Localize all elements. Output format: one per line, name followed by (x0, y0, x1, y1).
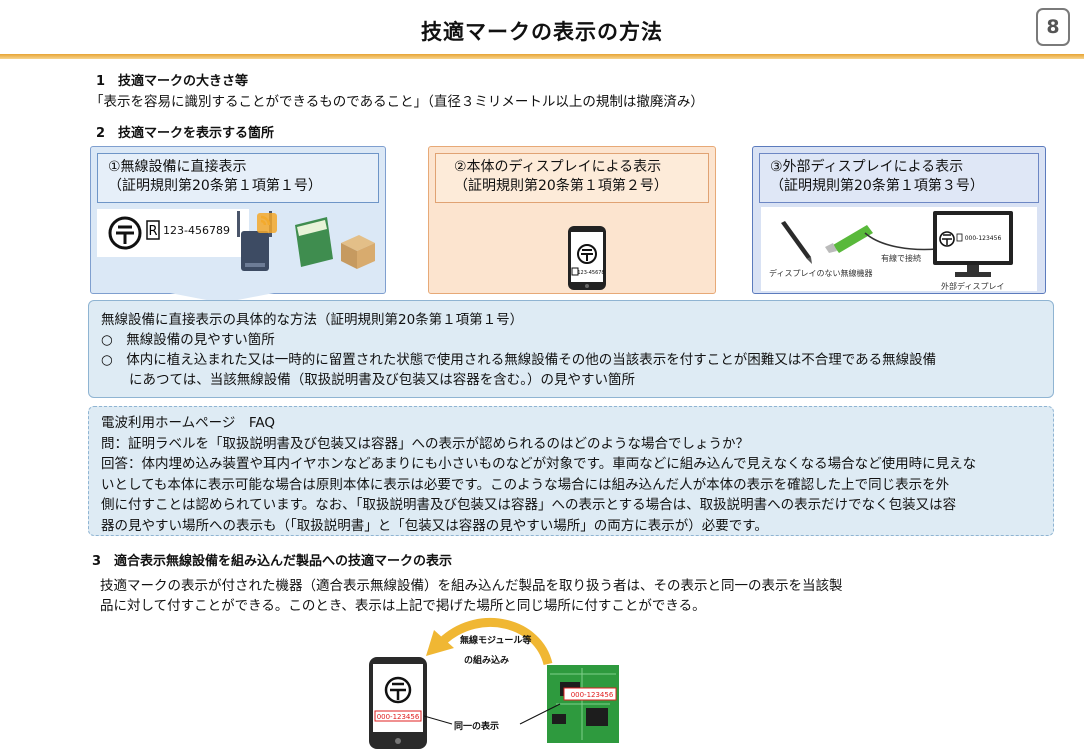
usb-dongle-icon (825, 225, 873, 253)
page-title: 技適マークの表示の方法 (421, 20, 663, 44)
method-item-1: ○ 無線設備の見やすい箇所 (101, 332, 275, 348)
r-mark-icon: R (146, 220, 160, 240)
external-display-scene: 000-123456 ディスプレイのない無線機器 有線で接続 外部ディスプレイ (761, 207, 1037, 291)
cable-caption: 有線で接続 (881, 254, 921, 263)
method-title: 無線設備に直接表示の具体的な方法（証明規則第20条第１項第１号） (101, 312, 524, 328)
giteki-mark-icon (108, 216, 142, 250)
circuit-board-icon: 000-123456 (547, 665, 619, 743)
mark-example: R 123-456789 (97, 209, 249, 257)
panel-title-line1: ③外部ディスプレイによる表示 (770, 159, 964, 175)
page-number-badge: 8 (1036, 8, 1070, 46)
pen-device-icon (781, 221, 812, 264)
section3-text-line2: 品に対して付すことができる。このとき、表示は上記で掲げた場所と同じ場所に付すこと… (100, 598, 706, 614)
manual-book-icon (295, 217, 333, 267)
monitor-caption: 外部ディスプレイ (941, 282, 1005, 291)
panel-title-line1: ②本体のディスプレイによる表示 (454, 159, 662, 175)
panel-pointer (170, 293, 274, 303)
cable-line (864, 232, 938, 251)
same-display-caption: 同一の表示 (454, 722, 500, 732)
smartphone-icon: 000-123456 (369, 657, 427, 749)
mark-code: 123-456789 (163, 224, 230, 237)
router-icon (237, 211, 277, 271)
faq-title: 電波利用ホームページ FAQ (101, 415, 275, 431)
panel-direct-display: ①無線設備に直接表示 （証明規則第20条第１項第１号） R 123-456789 (90, 146, 386, 294)
panel-title-line1: ①無線設備に直接表示 (108, 159, 247, 175)
r-letter: R (148, 224, 157, 239)
same-display-leader-lines (424, 703, 561, 725)
section3-heading: 3 適合表示無線設備を組み込んだ製品への技適マークの表示 (92, 554, 453, 569)
curved-arrow-icon (426, 617, 553, 666)
faq-answer-line: いとしても本体に表示可能な場合は原則本体に表示は必要です。このような場合には組み… (101, 476, 950, 493)
panel-title-line2: （証明規則第20条第１項第１号） (108, 178, 322, 194)
panel-title-line2: （証明規則第20条第１項第３号） (770, 178, 984, 194)
faq-box: 電波利用ホームページ FAQ 問：証明ラベルを「取扱説明書及び包装又は容器」への… (88, 406, 1054, 536)
panel-device-display-title: ②本体のディスプレイによる表示 （証明規則第20条第１項第２号） (435, 153, 709, 203)
arrow-caption-2: の組み込み (464, 656, 510, 666)
smartphone-icon: 123-45678 (568, 226, 606, 290)
faq-question: 問：証明ラベルを「取扱説明書及び包装又は容器」への表示が認められるのはどのような… (101, 435, 749, 452)
panel-device-display: ②本体のディスプレイによる表示 （証明規則第20条第１項第２号） 123-456… (428, 146, 716, 294)
method-item-2-continued: にあつては、当該無線設備（取扱説明書及び包装又は容器を含む。）の見やすい箇所 (129, 372, 635, 388)
phone-code: 000-123456 (377, 713, 420, 721)
section1-text: 「表示を容易に識別することができるものであること」（直径３ミリメートル以上の規制… (90, 94, 704, 110)
method-item-2: ○ 体内に植え込まれた又は一時的に留置された状態で使用される無線設備その他の当該… (101, 352, 937, 368)
section2-heading: 2 技適マークを表示する箇所 (96, 126, 275, 141)
section3-text-line1: 技適マークの表示が付された機器（適合表示無線設備）を組み込んだ製品を取り扱う者は… (100, 578, 843, 594)
board-code: 000-123456 (571, 691, 614, 699)
header-rule (0, 54, 1084, 59)
panel-title-line2: （証明規則第20条第１項第２号） (454, 178, 668, 194)
screen-code: 123-45678 (577, 270, 604, 276)
faq-answer-line: 器の見やすい場所への表示も（「取扱説明書」と「包装又は容器の見やすい場所」の両方… (101, 517, 768, 534)
device-caption: ディスプレイのない無線機器 (769, 269, 873, 278)
package-box-icon (341, 235, 375, 269)
arrow-caption-1: 無線モジュール等 (460, 636, 532, 646)
panel-external-display-title: ③外部ディスプレイによる表示 （証明規則第20条第１項第３号） (759, 153, 1039, 203)
panel-direct-display-title: ①無線設備に直接表示 （証明規則第20条第１項第１号） (97, 153, 379, 203)
direct-display-method-box: 無線設備に直接表示の具体的な方法（証明規則第20条第１項第１号） ○ 無線設備の… (88, 300, 1054, 398)
panel-external-display: ③外部ディスプレイによる表示 （証明規則第20条第１項第３号） 000-1234… (752, 146, 1046, 294)
monitor-icon: 000-123456 (933, 211, 1013, 277)
section1-heading: 1 技適マークの大きさ等 (96, 74, 249, 89)
faq-answer-line: 側に付すことは認められています。なお、「取扱説明書及び包装又は容器」への表示とす… (101, 497, 957, 513)
faq-answer-line: 回答：体内埋め込み装置や耳内イヤホンなどあまりにも小さいものなどが対象です。車両… (101, 456, 977, 472)
monitor-code: 000-123456 (965, 235, 1002, 242)
